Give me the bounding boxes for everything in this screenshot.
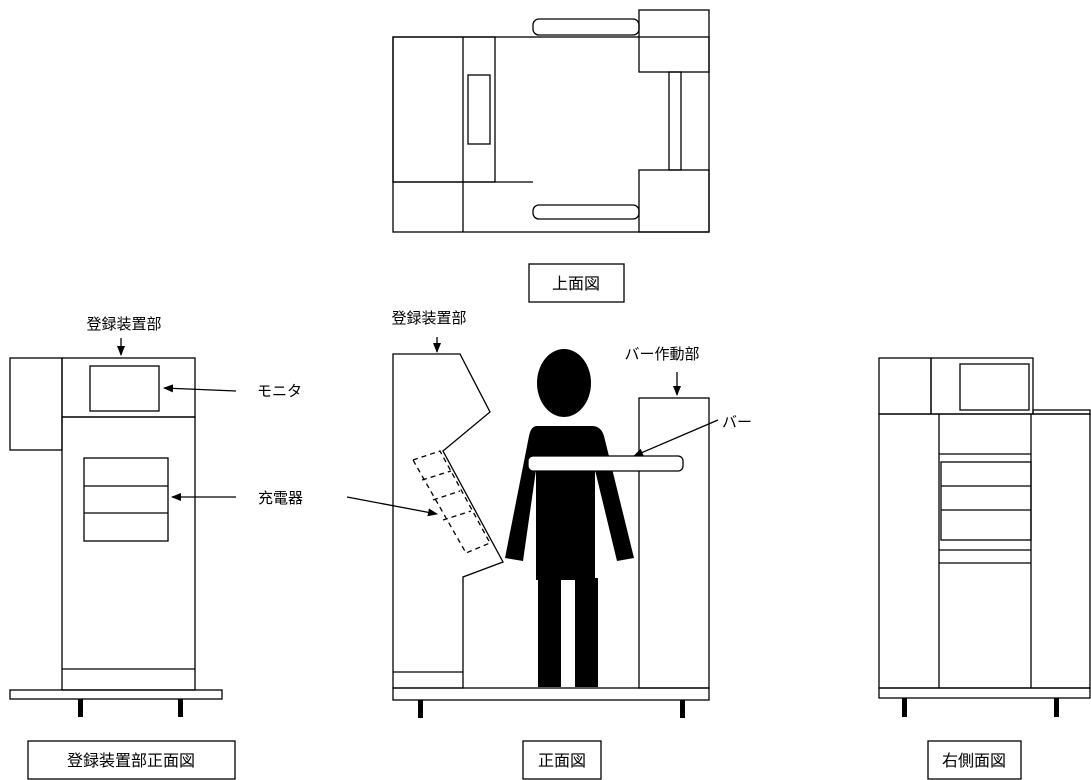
top-view-monitor <box>467 74 491 145</box>
arrow-monitor <box>163 384 237 393</box>
right-side-caption-box <box>927 740 1022 780</box>
device-base-plate <box>9 689 223 700</box>
right-charger-unit <box>940 461 1032 541</box>
charger-unit <box>83 457 169 542</box>
bar-label: バー <box>722 413 752 431</box>
registration-device-label-center: 登録装置部 <box>391 309 466 327</box>
front-view-caption-box <box>522 740 602 780</box>
top-view-bar-upper <box>532 18 640 36</box>
charger-label: 充電器 <box>258 489 303 507</box>
right-base-plate <box>878 687 1091 699</box>
right-head-left <box>878 357 932 415</box>
front-base-plate <box>392 687 710 701</box>
right-body <box>878 413 1091 689</box>
right-side-view-drawing <box>878 357 1091 699</box>
top-view-bar-actuator-upper <box>638 9 710 73</box>
device-front-view-drawing <box>9 357 223 700</box>
monitor-label: モニタ <box>257 382 302 400</box>
right-head-mid <box>930 357 1034 415</box>
top-view-bar-actuator-lower <box>638 169 710 233</box>
top-view-connector <box>668 71 682 171</box>
bar-actuator-body <box>638 397 710 689</box>
front-charger <box>412 450 491 554</box>
front-device-outline <box>392 353 504 689</box>
bar-actuator-label: バー作動部 <box>624 345 699 363</box>
device-front-caption-box <box>27 740 236 780</box>
top-view-outline <box>392 36 710 233</box>
monitor-screen <box>89 365 160 412</box>
registration-device-label-left: 登録装置部 <box>86 315 161 333</box>
arrow-bar <box>633 419 719 457</box>
device-head <box>61 357 196 418</box>
device-front-view-caption: 登録装置部正面図 <box>67 751 195 770</box>
front-view-caption: 正面図 <box>538 751 586 770</box>
top-view-drawing <box>392 9 710 233</box>
top-view-caption-box <box>528 263 625 303</box>
right-side-view-caption: 右側面図 <box>942 751 1006 770</box>
front-view-drawing <box>392 353 710 701</box>
top-view-device-body <box>392 36 496 183</box>
top-view-caption: 上面図 <box>552 274 600 293</box>
arrow-charger-center <box>346 496 438 517</box>
person-silhouette <box>505 349 634 687</box>
bar <box>527 455 684 472</box>
side-box <box>9 357 63 451</box>
top-view-bar-lower <box>532 204 640 220</box>
right-monitor <box>959 363 1030 411</box>
